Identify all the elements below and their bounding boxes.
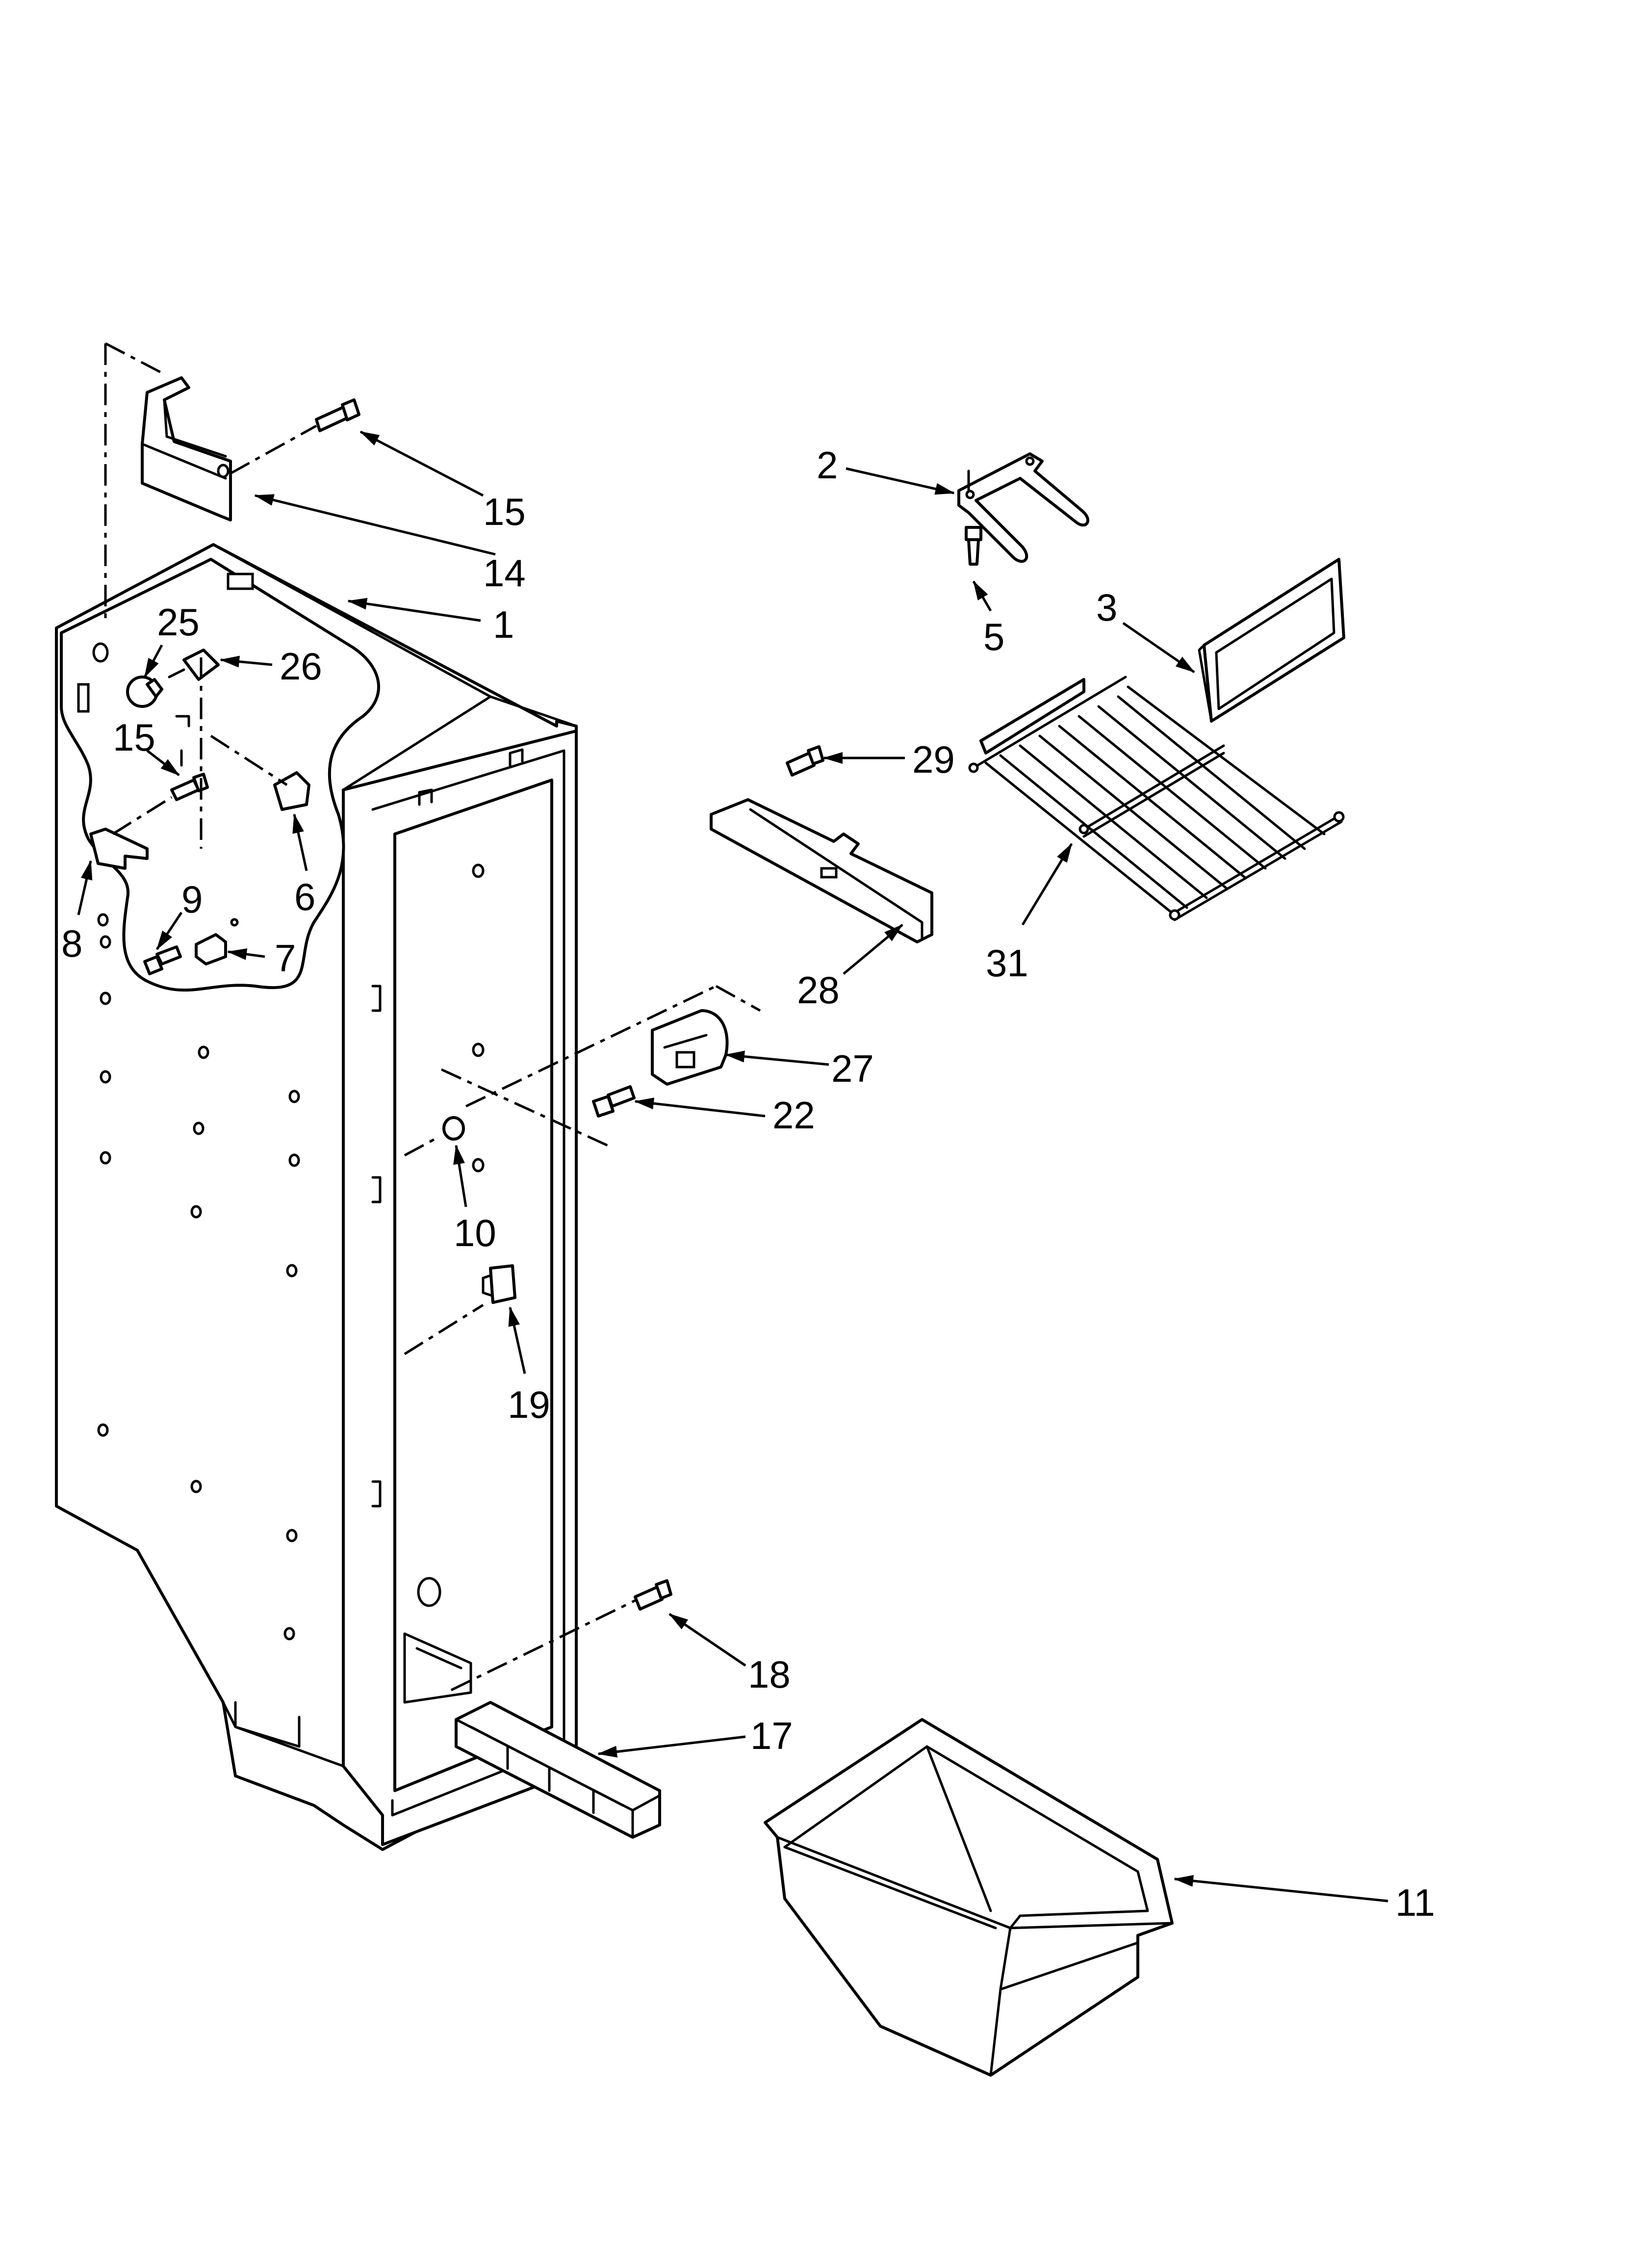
callout-7: 7 (275, 937, 296, 980)
callout-5: 5 (983, 615, 1004, 658)
shelf-bracket-2 (957, 452, 1090, 563)
callout-10: 10 (454, 1211, 496, 1254)
clip-7 (195, 918, 239, 965)
callout-25: 25 (157, 600, 200, 644)
screw-29 (786, 745, 824, 777)
callout-26: 26 (280, 645, 322, 688)
callout-8: 8 (61, 922, 82, 965)
grille-17 (455, 1701, 661, 1839)
callout-18: 18 (748, 1653, 791, 1696)
callout-19: 19 (508, 1383, 550, 1426)
screw-9 (143, 945, 182, 975)
shelf-frame-3 (1198, 558, 1345, 723)
side-panel-holes (97, 863, 485, 1641)
assembly-lines (104, 342, 761, 1692)
callout-28: 28 (797, 968, 840, 1012)
callout-15-mid: 15 (113, 716, 155, 759)
callout-27: 27 (831, 1047, 874, 1090)
hinge-bracket (141, 376, 232, 521)
bracket-27 (651, 1009, 729, 1086)
switch-19 (482, 1264, 516, 1304)
bin-11 (764, 1718, 1174, 2077)
callout-labels: 15 14 1 25 26 15 6 8 9 7 10 19 22 27 18 … (61, 443, 1435, 1924)
shelf-rail-28 (710, 798, 933, 943)
leader-lines (77, 430, 1388, 1903)
plug-10 (442, 1116, 465, 1141)
callout-11: 11 (1395, 1881, 1435, 1924)
callout-2: 2 (817, 443, 838, 487)
callout-1: 1 (493, 603, 514, 646)
liner-cutaway-detail (60, 558, 380, 992)
screw-5 (965, 526, 982, 566)
callout-29: 29 (912, 738, 955, 781)
wire-shelf-31 (968, 676, 1345, 921)
callout-6: 6 (294, 875, 315, 918)
callout-3: 3 (1096, 586, 1117, 629)
callout-31: 31 (986, 941, 1028, 985)
bracket-8 (89, 828, 149, 870)
callout-22: 22 (772, 1094, 815, 1137)
screw-15-top (315, 398, 360, 432)
callout-14: 14 (483, 551, 526, 595)
callout-15-top: 15 (483, 490, 526, 533)
callout-9: 9 (181, 878, 203, 921)
screw-18 (634, 1579, 672, 1611)
callout-17: 17 (750, 1714, 793, 1757)
screw-22 (592, 1085, 636, 1118)
